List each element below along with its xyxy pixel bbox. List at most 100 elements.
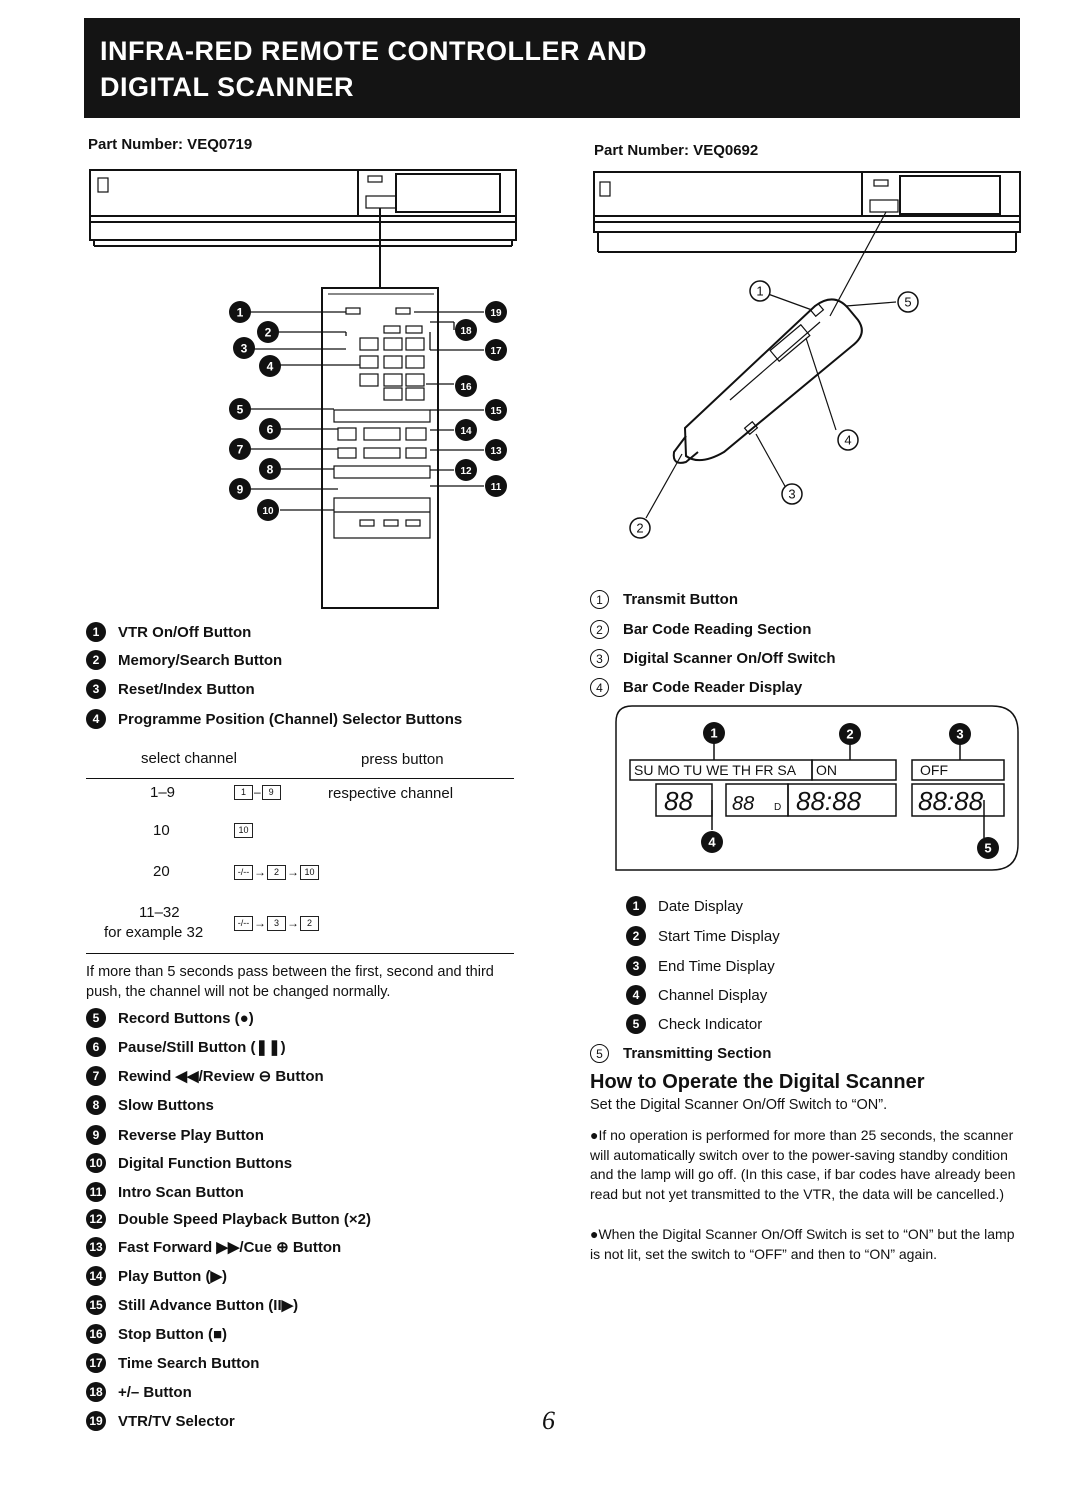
howto-bullet-2: ●When the Digital Scanner On/Off Switch … — [590, 1226, 1015, 1262]
display-date-digits: 88 — [664, 786, 693, 816]
table-cell-channel: 1–9 — [150, 784, 176, 801]
display-end-digits: 88:88 — [918, 786, 984, 816]
page-number: 6 — [542, 1406, 555, 1435]
item-label: VTR On/Off Button — [118, 623, 252, 641]
display-callout-3: 3 — [956, 727, 963, 742]
display-callout-4: 4 — [708, 835, 716, 850]
callout-8: 8 — [259, 458, 281, 480]
svg-text:5: 5 — [237, 403, 244, 417]
badge-number: 1 — [86, 622, 106, 642]
svg-text:2: 2 — [265, 326, 272, 340]
table-cell-keys: 1–9 — [234, 783, 281, 800]
remote-controller-illustration: 1 2 3 4 5 6 7 8 9 10 11 12 13 14 15 16 1… — [89, 169, 517, 609]
display-d-marker: D — [774, 802, 781, 813]
left-part-number: Part Number: VEQ0719 — [88, 136, 253, 153]
svg-text:14: 14 — [460, 426, 472, 437]
badge-number: 4 — [86, 709, 106, 729]
svg-text:18: 18 — [460, 326, 472, 337]
callout-15: 15 — [485, 399, 507, 421]
callout-5: 5 — [897, 291, 919, 313]
table-cell-keys: 10 — [234, 821, 253, 838]
table-cell-channel: 20 — [153, 863, 170, 880]
svg-text:19: 19 — [490, 308, 502, 319]
list-item: 1 VTR On/Off Button — [86, 622, 251, 642]
svg-text:17: 17 — [490, 346, 502, 357]
display-callout-2: 2 — [846, 727, 853, 742]
svg-text:3: 3 — [788, 487, 795, 502]
svg-text:16: 16 — [460, 382, 472, 393]
callout-9: 9 — [229, 478, 251, 500]
howto-title: How to Operate the Digital Scanner — [590, 1071, 925, 1093]
right-part-number: Part Number: VEQ0692 — [594, 142, 759, 159]
bar-code-reader-display: SU MO TU WE TH FR SA ON OFF 88 88 D 88:8… — [615, 705, 1019, 871]
display-days: SU MO TU WE TH FR SA — [634, 762, 797, 778]
howto-bullet-1: ●If no operation is performed for more t… — [590, 1127, 1016, 1202]
callout-11: 11 — [485, 475, 507, 497]
table-divider — [86, 953, 514, 954]
remote-callouts: 1 2 3 4 5 6 7 8 9 10 11 12 13 14 15 16 1… — [229, 301, 507, 521]
svg-text:4: 4 — [844, 433, 851, 448]
callout-12: 12 — [455, 459, 477, 481]
callout-6: 6 — [259, 418, 281, 440]
callout-4: 4 — [837, 429, 859, 451]
table-header-select-channel: select channel — [141, 750, 237, 767]
table-cell-keys: -/--→2→10 — [234, 863, 319, 880]
callout-5: 5 — [229, 398, 251, 420]
scanner-pen-body — [683, 298, 863, 462]
table-cell-note: respective channel — [328, 785, 454, 802]
callout-7: 7 — [229, 438, 251, 460]
vtr-body — [593, 171, 1021, 233]
display-off: OFF — [920, 762, 948, 778]
svg-text:9: 9 — [237, 483, 244, 497]
digital-scanner-illustration: 1 5 4 3 2 — [593, 171, 1021, 539]
callout-2: 2 — [257, 321, 279, 343]
callout-16: 16 — [455, 375, 477, 397]
svg-text:15: 15 — [490, 406, 502, 417]
svg-text:8: 8 — [267, 463, 274, 477]
display-channel-digits: 88 — [732, 793, 754, 815]
display-callout-1: 1 — [710, 726, 717, 741]
callout-2: 2 — [629, 517, 651, 539]
table-cell-channel: 10 — [153, 822, 170, 839]
page-header: INFRA-RED REMOTE CONTROLLER AND DIGITAL … — [84, 18, 1020, 118]
table-header-press-button: press button — [361, 751, 444, 768]
item-label: Memory/Search Button — [118, 651, 283, 669]
channel-note: If more than 5 seconds pass between the … — [86, 964, 494, 1000]
svg-text:6: 6 — [267, 423, 274, 437]
header-title-line2: DIGITAL SCANNER — [100, 72, 355, 102]
svg-text:4: 4 — [267, 360, 274, 374]
display-on: ON — [816, 762, 837, 778]
svg-text:2: 2 — [636, 521, 643, 536]
svg-text:1: 1 — [237, 306, 244, 320]
table-cell-keys: -/--→3→2 — [234, 914, 319, 931]
callout-1: 1 — [229, 301, 251, 323]
svg-text:5: 5 — [904, 295, 911, 310]
callout-4: 4 — [259, 355, 281, 377]
callout-10: 10 — [257, 499, 279, 521]
header-title-line1: INFRA-RED REMOTE CONTROLLER AND — [100, 36, 647, 66]
display-callout-5: 5 — [984, 841, 991, 856]
callout-18: 18 — [455, 319, 477, 341]
remote-body — [321, 287, 439, 609]
